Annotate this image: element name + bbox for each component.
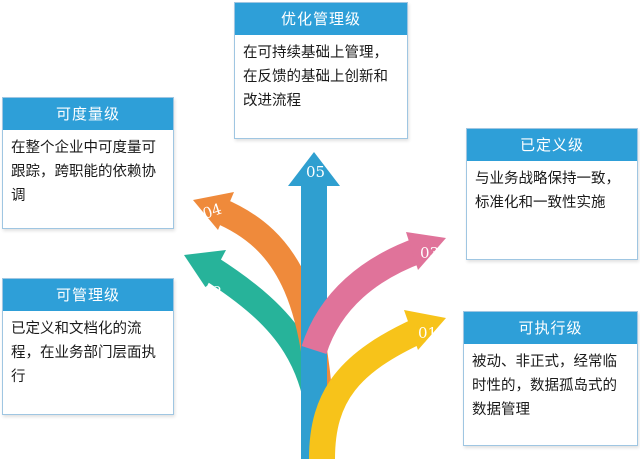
arrow-01: 01 <box>309 310 446 459</box>
level-card-01: 可执行级 被动、非正式，经常临时性的，数据孤岛式的数据管理 <box>463 311 638 446</box>
level-05-description: 在可持续基础上管理，在反馈的基础上创新和改进流程 <box>243 45 388 109</box>
arrow-05-number: 05 <box>306 163 325 181</box>
level-card-03: 已定义级 与业务战略保持一致，标准化和一致性实施 <box>466 128 638 260</box>
arrow-02-number: 02 <box>203 283 222 301</box>
arrow-01-number: 01 <box>418 324 437 342</box>
arrow-04-number: 04 <box>200 200 224 223</box>
level-03-description: 与业务战略保持一致，标准化和一致性实施 <box>475 171 620 211</box>
level-05-title: 优化管理级 <box>235 3 407 35</box>
level-04-title: 可度量级 <box>3 98 173 130</box>
level-04-description: 在整个企业中可度量可跟踪，跨职能的依赖协调 <box>11 140 156 204</box>
arrow-03-number: 03 <box>420 244 439 262</box>
arrow-03: 03 <box>301 232 446 355</box>
level-03-title: 已定义级 <box>467 129 637 161</box>
level-card-02: 可管理级 已定义和文档化的流程，在业务部门层面执行 <box>2 278 174 415</box>
level-01-description: 被动、非正式，经常临时性的，数据孤岛式的数据管理 <box>472 354 617 418</box>
level-card-04: 可度量级 在整个企业中可度量可跟踪，跨职能的依赖协调 <box>2 97 174 229</box>
level-02-description: 已定义和文档化的流程，在业务部门层面执行 <box>11 321 156 385</box>
level-01-title: 可执行级 <box>464 312 637 344</box>
level-card-05: 优化管理级 在可持续基础上管理，在反馈的基础上创新和改进流程 <box>234 2 408 139</box>
level-02-title: 可管理级 <box>3 279 173 311</box>
